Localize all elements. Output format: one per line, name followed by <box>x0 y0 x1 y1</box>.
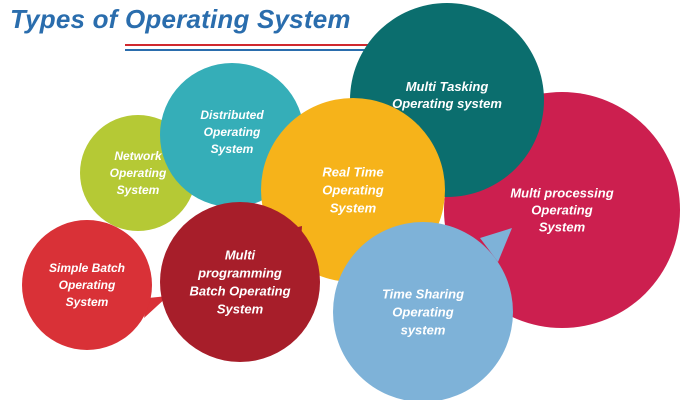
bubble-label-line: Batch Operating <box>189 284 290 299</box>
bubble-label-line: Simple Batch <box>49 261 125 275</box>
bubble-label-line: Operating <box>392 305 453 320</box>
title-underline-red <box>125 44 370 46</box>
bubble-circle-time-sharing <box>333 222 513 400</box>
bubble-label-line: Multi Tasking <box>406 79 489 94</box>
bubble-circle-multi-programming <box>160 202 320 362</box>
bubble-label-line: system <box>401 323 446 338</box>
bubble-circle-simple-batch <box>22 220 152 350</box>
bubble-tail-time-sharing <box>480 228 512 262</box>
page-title: Types of Operating System <box>10 4 351 34</box>
bubble-label-line: Operating <box>110 166 167 180</box>
bubble-label-line: System <box>66 295 109 309</box>
bubble-label-line: Operating <box>322 183 383 198</box>
bubble-label-line: System <box>117 183 160 197</box>
bubble-label-line: Multi <box>225 248 256 263</box>
bubble-label-line: programming <box>197 266 282 281</box>
bubble-label-line: Operating <box>531 203 592 218</box>
bubble-label-line: Multi processing <box>510 186 613 201</box>
bubble-label-line: Operating <box>204 125 261 139</box>
bubble-label-line: Real Time <box>322 165 383 180</box>
bubble-label-line: Distributed <box>200 108 264 122</box>
bubble-tail-simple-batch <box>144 296 168 318</box>
bubble-label-line: Operating <box>59 278 116 292</box>
title-underline-blue <box>125 49 370 51</box>
bubble-label-line: Operating system <box>392 96 502 111</box>
bubble-label-line: System <box>539 220 586 235</box>
bubble-label-line: System <box>217 302 264 317</box>
bubble-label-line: System <box>211 142 254 156</box>
bubble-label-line: Time Sharing <box>382 287 464 302</box>
bubble-label-line: Network <box>114 149 163 163</box>
bubble-label-line: System <box>330 201 377 216</box>
